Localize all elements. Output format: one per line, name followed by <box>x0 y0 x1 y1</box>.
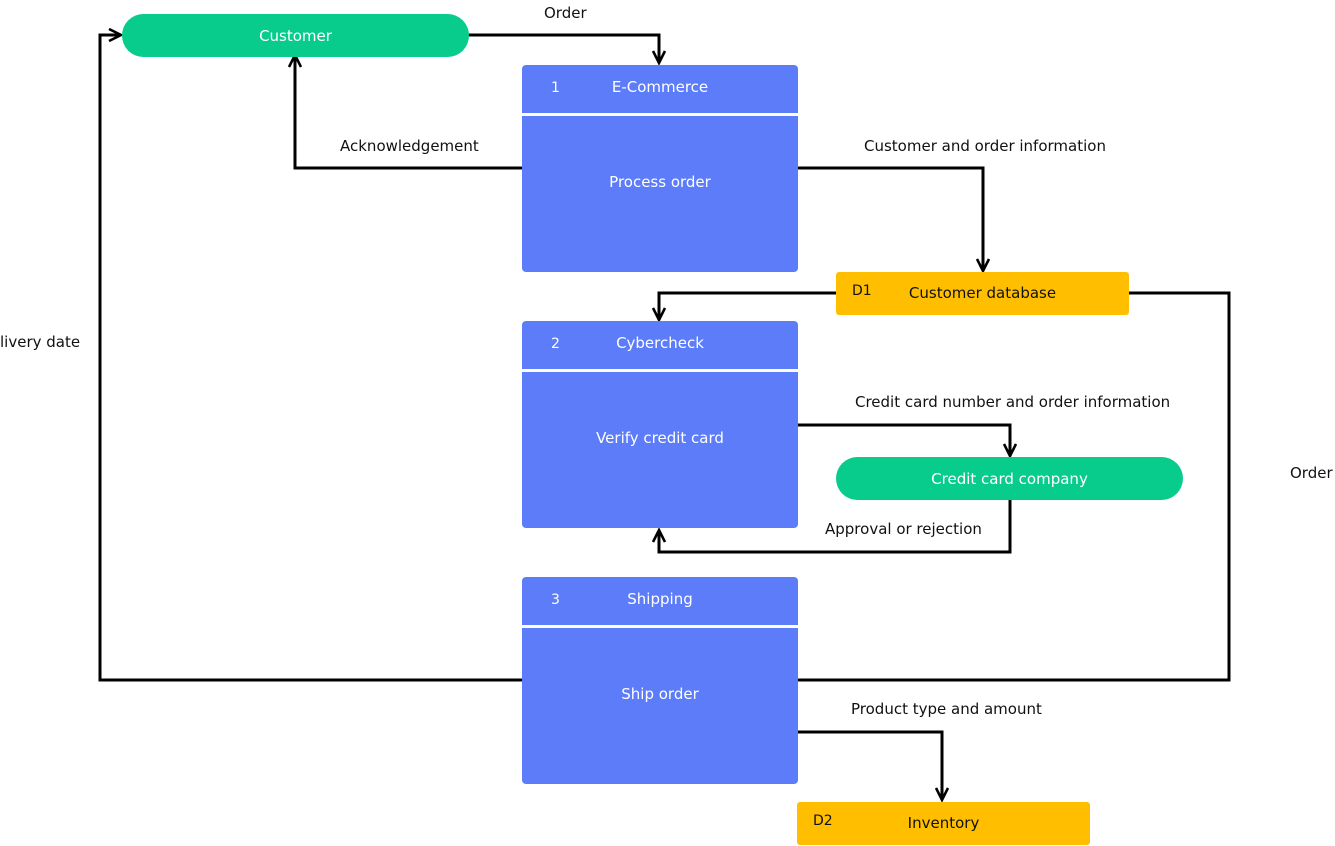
flow-order-to-shipping <box>798 291 1231 682</box>
store-inventory[interactable]: D2 Inventory <box>797 802 1090 845</box>
process-body: Process order <box>522 116 798 272</box>
flow-customer-order-info <box>797 166 983 271</box>
credit-card-company-label: Credit card company <box>931 469 1088 488</box>
flow-approval <box>659 499 1012 554</box>
flow-delivery-date <box>98 35 522 682</box>
store-customer-database[interactable]: D1 Customer database <box>836 272 1129 315</box>
flow-label-acknowledgement: Acknowledgement <box>340 137 479 155</box>
customer-entity[interactable]: Customer <box>122 14 469 57</box>
process-header: 2 Cybercheck <box>522 321 798 372</box>
process-header: 1 E-Commerce <box>522 65 798 116</box>
flow-label-order-in: Order <box>544 4 587 22</box>
credit-card-company-entity[interactable]: Credit card company <box>836 457 1183 500</box>
store-name: Customer database <box>908 284 1057 302</box>
customer-entity-label: Customer <box>259 26 332 45</box>
store-name: Inventory <box>907 814 980 832</box>
process-body: Ship order <box>522 628 798 784</box>
process-number: 2 <box>551 336 560 352</box>
flow-db-to-cybercheck <box>659 291 837 320</box>
process-cybercheck[interactable]: 2 Cybercheck Verify credit card <box>522 321 798 528</box>
process-number: 1 <box>551 80 560 96</box>
process-header: 3 Shipping <box>522 577 798 628</box>
process-shipping[interactable]: 3 Shipping Ship order <box>522 577 798 784</box>
process-title: Shipping <box>627 590 693 608</box>
process-title: E-Commerce <box>611 78 709 96</box>
flow-label-order-to-shipping: Order <box>1290 464 1333 482</box>
flow-label-approval: Approval or rejection <box>825 520 982 538</box>
process-e-commerce[interactable]: 1 E-Commerce Process order <box>522 65 798 272</box>
process-title: Cybercheck <box>616 334 704 352</box>
process-action: Ship order <box>621 685 699 703</box>
flow-label-product-type: Product type and amount <box>851 700 1042 718</box>
process-number: 3 <box>551 592 560 608</box>
flow-label-customer-order-info: Customer and order information <box>864 137 1106 155</box>
store-id: D2 <box>813 813 833 829</box>
flow-acknowledgement <box>295 55 522 170</box>
process-body: Verify credit card <box>522 372 798 528</box>
flow-product-type <box>797 730 942 800</box>
store-id: D1 <box>852 283 872 299</box>
flow-credit-card-info <box>797 423 1010 456</box>
process-action: Process order <box>609 173 711 191</box>
flow-order-in <box>468 33 659 63</box>
process-action: Verify credit card <box>596 429 724 447</box>
flow-label-delivery-date: livery date <box>0 333 81 351</box>
flow-label-credit-card-info: Credit card number and order information <box>855 393 1171 411</box>
